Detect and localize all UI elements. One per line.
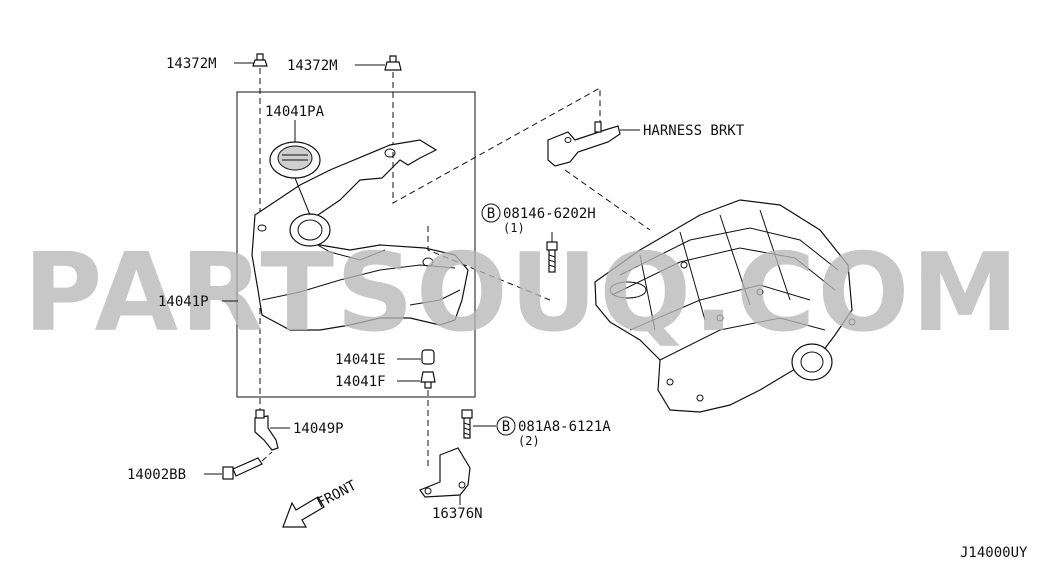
label-14041f[interactable]: 14041F bbox=[335, 374, 386, 390]
label-bolt-top-qty: (1) bbox=[503, 221, 525, 235]
grommet-14041e[interactable] bbox=[421, 349, 435, 365]
label-14002bb[interactable]: 14002BB bbox=[127, 467, 186, 483]
label-14041pa[interactable]: 14041PA bbox=[265, 104, 325, 120]
harness-bracket[interactable] bbox=[547, 121, 621, 167]
bushing-14041f[interactable] bbox=[420, 371, 436, 389]
clip-14372m-right[interactable] bbox=[384, 55, 402, 71]
label-bolt-top-code[interactable]: 08146-6202H bbox=[503, 206, 596, 222]
cover-cap-14041pa[interactable] bbox=[269, 141, 321, 179]
svg-text:B: B bbox=[502, 419, 510, 435]
label-bolt-bottom-qty: (2) bbox=[518, 434, 540, 448]
assembly-frame bbox=[236, 91, 476, 398]
bolt-marker-top: B bbox=[481, 203, 501, 223]
clip-14372m-left[interactable] bbox=[252, 53, 268, 67]
label-14041p[interactable]: 14041P bbox=[158, 294, 209, 310]
label-16376n[interactable]: 16376N bbox=[432, 506, 483, 522]
engine-cover-14041p[interactable] bbox=[251, 139, 469, 331]
label-14372m-right[interactable]: 14372M bbox=[287, 58, 338, 74]
label-14372m-left[interactable]: 14372M bbox=[166, 56, 217, 72]
label-harness-brkt[interactable]: HARNESS BRKT bbox=[643, 123, 745, 139]
bolt-marker-bottom: B bbox=[496, 416, 516, 436]
bolt-081a8-6121a[interactable] bbox=[461, 409, 473, 439]
diagram-id: J14000UY bbox=[960, 545, 1028, 561]
label-14049p[interactable]: 14049P bbox=[293, 421, 344, 437]
front-direction-arrow bbox=[282, 496, 325, 528]
svg-text:B: B bbox=[487, 206, 495, 222]
bolt-14002bb[interactable] bbox=[222, 457, 263, 480]
bracket-14049p[interactable] bbox=[254, 409, 279, 451]
label-bolt-bottom-code[interactable]: 081A8-6121A bbox=[518, 419, 611, 435]
watermark: PARTSOUQ.COM bbox=[23, 231, 1020, 356]
label-front: FRONT bbox=[314, 477, 359, 511]
intake-manifold[interactable] bbox=[594, 199, 856, 413]
label-14041e[interactable]: 14041E bbox=[335, 352, 386, 368]
